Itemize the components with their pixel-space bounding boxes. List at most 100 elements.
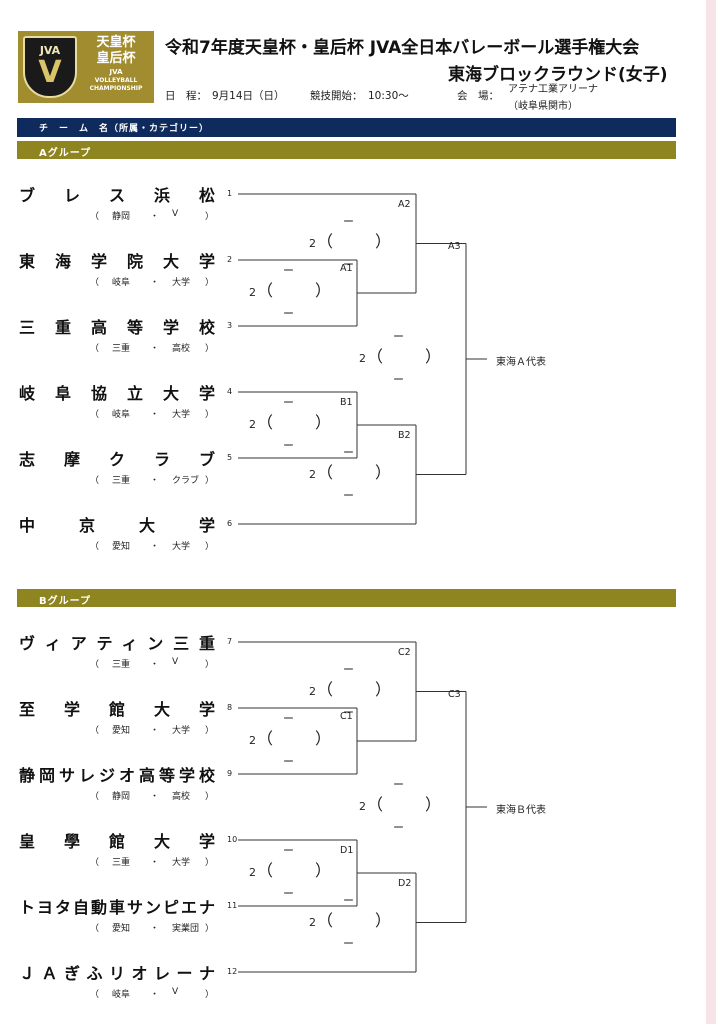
score-first-score-bottom: ー (283, 307, 294, 320)
match-label-first: C1 (340, 711, 353, 722)
team-paren-close: ） (205, 476, 215, 486)
team-paren-open: （ (90, 726, 100, 736)
start-label: 競技開始： (310, 90, 363, 102)
team-dot: ・ (150, 212, 160, 222)
logo-cup-line1: 天皇杯 (96, 35, 136, 50)
team-paren-close: ） (205, 212, 215, 222)
score-first-score-top: ー (283, 712, 294, 725)
team-pref: 三重 (112, 660, 131, 670)
team-pref: 三重 (112, 344, 131, 354)
score-lower-second-score-top: ー (343, 445, 354, 459)
jva-shield-logo: JVA V (23, 36, 77, 98)
score-second-score-top: ー (343, 214, 354, 228)
score-second-sets: 2 (309, 236, 316, 250)
team-name: ＪＡぎふリオレーナ (19, 964, 215, 983)
team-seed: 6 (227, 519, 233, 528)
group-winner: 東海Ｂ代表 (496, 805, 546, 816)
team-seed: 4 (227, 387, 233, 396)
score-semi-paren-close: ） (425, 795, 442, 814)
score-second-paren-open: （ (317, 679, 334, 699)
group-a-label: Aグループ (39, 148, 92, 159)
team-seed: 11 (227, 901, 238, 910)
team-seed: 12 (227, 967, 238, 976)
team-seed: 5 (227, 453, 233, 462)
team-seed: 8 (227, 703, 233, 712)
team-category: 大学 (172, 542, 191, 552)
team-paren-open: （ (90, 278, 100, 288)
score-lower-first-score-bottom: ー (283, 887, 294, 900)
score-first-score-bottom: ー (283, 755, 294, 768)
team-paren-close: ） (205, 660, 215, 670)
team-paren-close: ） (205, 542, 215, 552)
team-paren-close: ） (205, 344, 215, 354)
score-semi-sets: 2 (359, 800, 366, 813)
score-semi-score-top: ー (393, 330, 404, 343)
team-paren-open: （ (90, 212, 100, 222)
logo-cup-line2: 皇后杯 (96, 51, 136, 66)
match-label-lower-first: B1 (340, 397, 353, 408)
team-category: 実業団 (172, 924, 200, 934)
team-name: 至学館大学 (19, 700, 215, 719)
venue-name: アテナ工業アリーナ (508, 84, 598, 95)
logo-sub-line2: VOLLEYBALL (94, 77, 138, 84)
venue-label: 会 場： (457, 90, 499, 102)
team-paren-close: ） (205, 410, 215, 420)
team-name: 三重高等学校 (19, 318, 215, 337)
team-dot: ・ (150, 542, 160, 552)
team-paren-open: （ (90, 542, 100, 552)
team-name: ヴィアティン三重 (19, 634, 215, 653)
team-dot: ・ (150, 660, 160, 670)
score-first-paren-close: ） (315, 281, 332, 300)
score-lower-second-sets: 2 (309, 915, 316, 929)
score-lower-first-paren-close: ） (315, 413, 332, 432)
team-pref: 静岡 (112, 212, 131, 222)
group-b-label: Bグループ (39, 596, 92, 607)
team-dot: ・ (150, 726, 160, 736)
score-lower-first-score-bottom: ー (283, 439, 294, 452)
team-paren-open: （ (90, 410, 100, 420)
team-seed: 7 (227, 637, 233, 646)
team-paren-open: （ (90, 924, 100, 934)
team-name: 東海学院大学 (19, 252, 215, 271)
team-seed: 2 (227, 255, 233, 264)
score-semi-score-bottom: ー (393, 821, 404, 834)
team-pref: 静岡 (112, 792, 131, 802)
team-paren-open: （ (90, 476, 100, 486)
team-paren-open: （ (90, 660, 100, 670)
team-name: トヨタ自動車サンピエナ (19, 898, 215, 917)
column-header-bar: チ ー ム 名（所属・カテゴリー） (17, 118, 676, 137)
score-first-paren-close: ） (315, 729, 332, 748)
score-second-paren-open: （ (317, 231, 334, 251)
start-value: 10:30〜 (368, 90, 409, 102)
score-semi-paren-open: （ (367, 795, 384, 814)
team-seed: 3 (227, 321, 233, 330)
logo-mark-text: JVA (39, 44, 61, 57)
team-pref: 三重 (112, 476, 131, 486)
team-dot: ・ (150, 792, 160, 802)
team-dot: ・ (150, 410, 160, 420)
score-semi-score-bottom: ー (393, 373, 404, 386)
score-lower-first-score-top: ー (283, 396, 294, 409)
team-category: 高校 (172, 344, 191, 354)
team-pref: 愛知 (112, 542, 131, 552)
team-paren-open: （ (90, 990, 100, 1000)
column-header-text: チ ー ム 名（所属・カテゴリー） (39, 124, 210, 134)
score-second-paren-close: ） (375, 679, 392, 699)
team-pref: 岐阜 (112, 410, 131, 420)
score-semi-score-top: ー (393, 778, 404, 791)
score-lower-first-paren-open: （ (257, 861, 274, 880)
team-name: 志摩クラブ (19, 450, 215, 469)
team-pref: 岐阜 (112, 278, 131, 288)
team-category: V (172, 987, 179, 997)
team-name: ブレス浜松 (19, 186, 215, 205)
team-pref: 三重 (112, 858, 131, 868)
score-lower-first-paren-close: ） (315, 861, 332, 880)
score-lower-second-score-bottom: ー (343, 488, 354, 502)
team-pref: 愛知 (112, 726, 131, 736)
match-label-first: A1 (340, 263, 353, 274)
team-seed: 10 (227, 835, 238, 844)
score-second-sets: 2 (309, 684, 316, 698)
team-name: 岐阜協立大学 (19, 384, 215, 403)
